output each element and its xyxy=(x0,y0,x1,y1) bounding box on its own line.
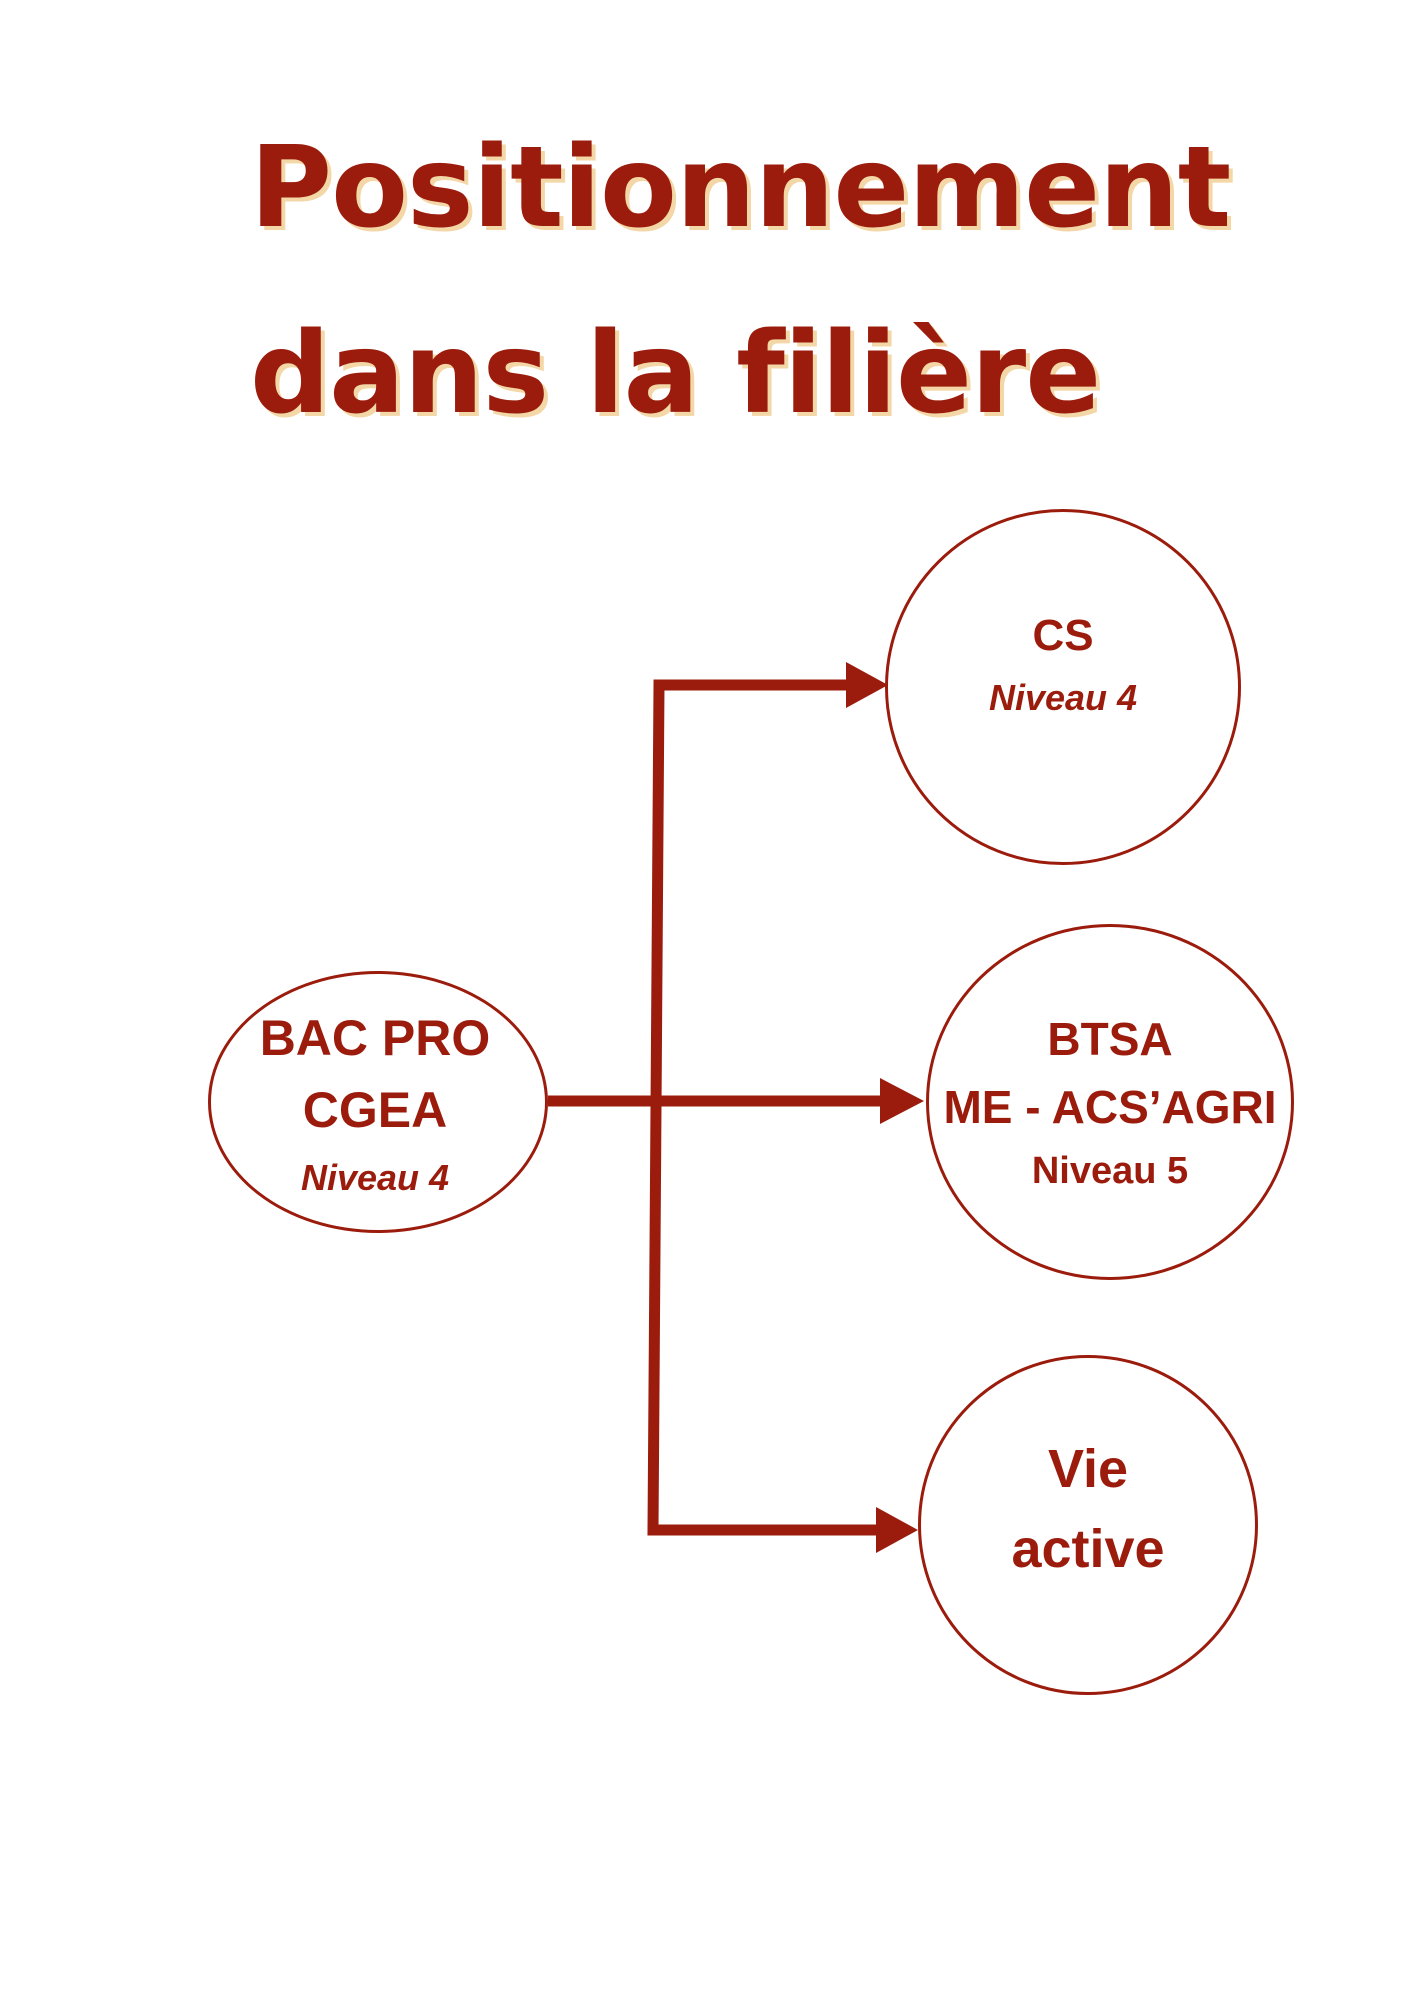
node-vie-active xyxy=(918,1355,1258,1695)
bac-level: Niveau 4 xyxy=(300,1157,450,1198)
node-bac-pro-cgea xyxy=(208,971,548,1233)
btsa-label-line2: ME - ACS’AGRI xyxy=(943,1081,1277,1133)
title-line-2: dans la filière xyxy=(250,309,1101,439)
bac-label-line2: CGEA xyxy=(302,1082,448,1138)
cs-level: Niveau 4 xyxy=(988,677,1138,718)
bac-label-line1: BAC PRO xyxy=(259,1010,491,1066)
title-line-1: Positionnement xyxy=(250,123,1231,253)
vie-label-line1: Vie xyxy=(1047,1439,1129,1499)
arrowhead-vie xyxy=(876,1507,918,1553)
arrowhead-cs xyxy=(846,662,888,708)
connector-trunk xyxy=(647,679,886,1536)
cs-label: CS xyxy=(1032,611,1094,660)
node-cs xyxy=(885,509,1241,865)
btsa-label-line1: BTSA xyxy=(1047,1013,1173,1065)
arrowhead-btsa xyxy=(880,1078,924,1124)
vie-label-line2: active xyxy=(1011,1519,1165,1579)
btsa-level: Niveau 5 xyxy=(1031,1150,1189,1192)
node-btsa xyxy=(926,924,1294,1280)
